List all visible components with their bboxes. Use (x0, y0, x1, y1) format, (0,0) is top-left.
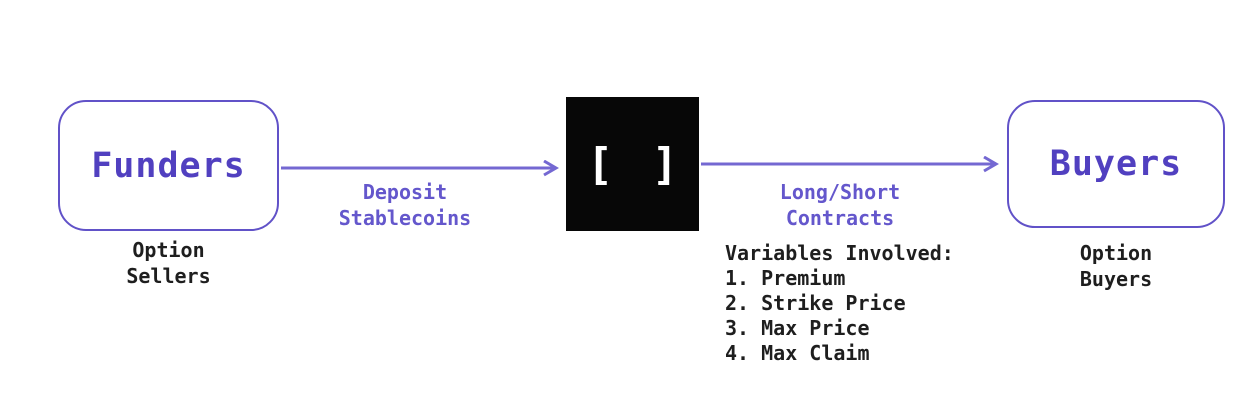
funders-sublabel: Option Sellers (126, 238, 211, 288)
deposit-arrow-label: Deposit Stablecoins (338, 180, 472, 230)
variables-item: 2. Strike Price (725, 291, 906, 315)
variables-title: Variables Involved: (725, 241, 954, 265)
variables-list: Variables Involved: 1. Premium 2. Strike… (725, 241, 954, 366)
funders-node: Funders (58, 100, 279, 231)
brackets-logo-icon: [ ] (586, 138, 685, 190)
buyers-sublabel: Option Buyers (1079, 241, 1153, 291)
buyers-node: Buyers (1007, 100, 1225, 228)
funders-label: Funders (91, 145, 246, 186)
variables-item: 3. Max Price (725, 316, 870, 340)
variables-item: 1. Premium (725, 266, 846, 290)
protocol-node: [ ] (566, 97, 699, 231)
variables-item: 4. Max Claim (725, 341, 870, 365)
contracts-arrow-label: Long/Short Contracts (779, 180, 901, 230)
buyers-label: Buyers (1049, 144, 1183, 184)
